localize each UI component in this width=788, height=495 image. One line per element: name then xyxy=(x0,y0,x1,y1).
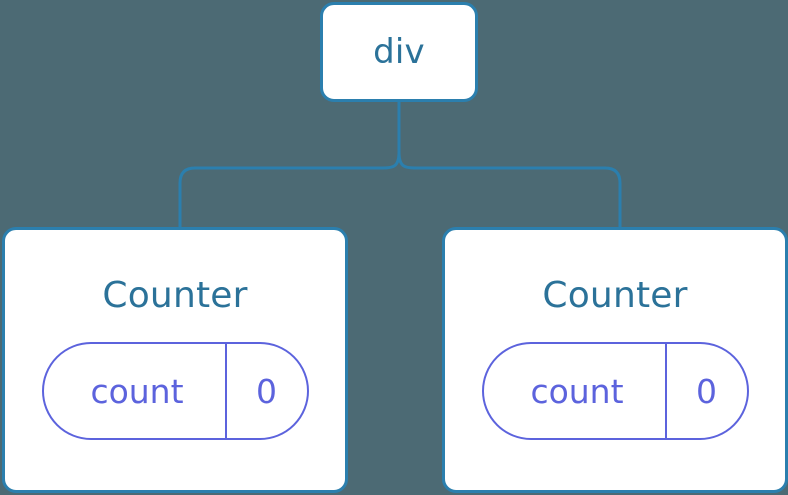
node-div-label: div xyxy=(373,32,425,72)
state-pill-counter-1[interactable]: count 0 xyxy=(41,342,309,440)
node-counter-2[interactable]: Counter count 0 xyxy=(442,227,788,493)
connector-to-left-child xyxy=(178,150,401,230)
node-counter-2-label: Counter xyxy=(542,275,688,316)
node-div[interactable]: div xyxy=(320,2,478,102)
node-counter-1-label: Counter xyxy=(102,275,248,316)
state-key-counter-1: count xyxy=(90,371,184,411)
state-value-counter-1: 0 xyxy=(256,371,277,411)
state-pill-counter-2[interactable]: count 0 xyxy=(481,342,749,440)
state-pill-divider-2 xyxy=(664,344,667,438)
state-pill-divider-1 xyxy=(224,344,227,438)
state-key-counter-2: count xyxy=(530,371,624,411)
state-value-counter-2: 0 xyxy=(696,371,717,411)
node-counter-1[interactable]: Counter count 0 xyxy=(2,227,348,493)
connector-to-right-child xyxy=(397,150,622,230)
